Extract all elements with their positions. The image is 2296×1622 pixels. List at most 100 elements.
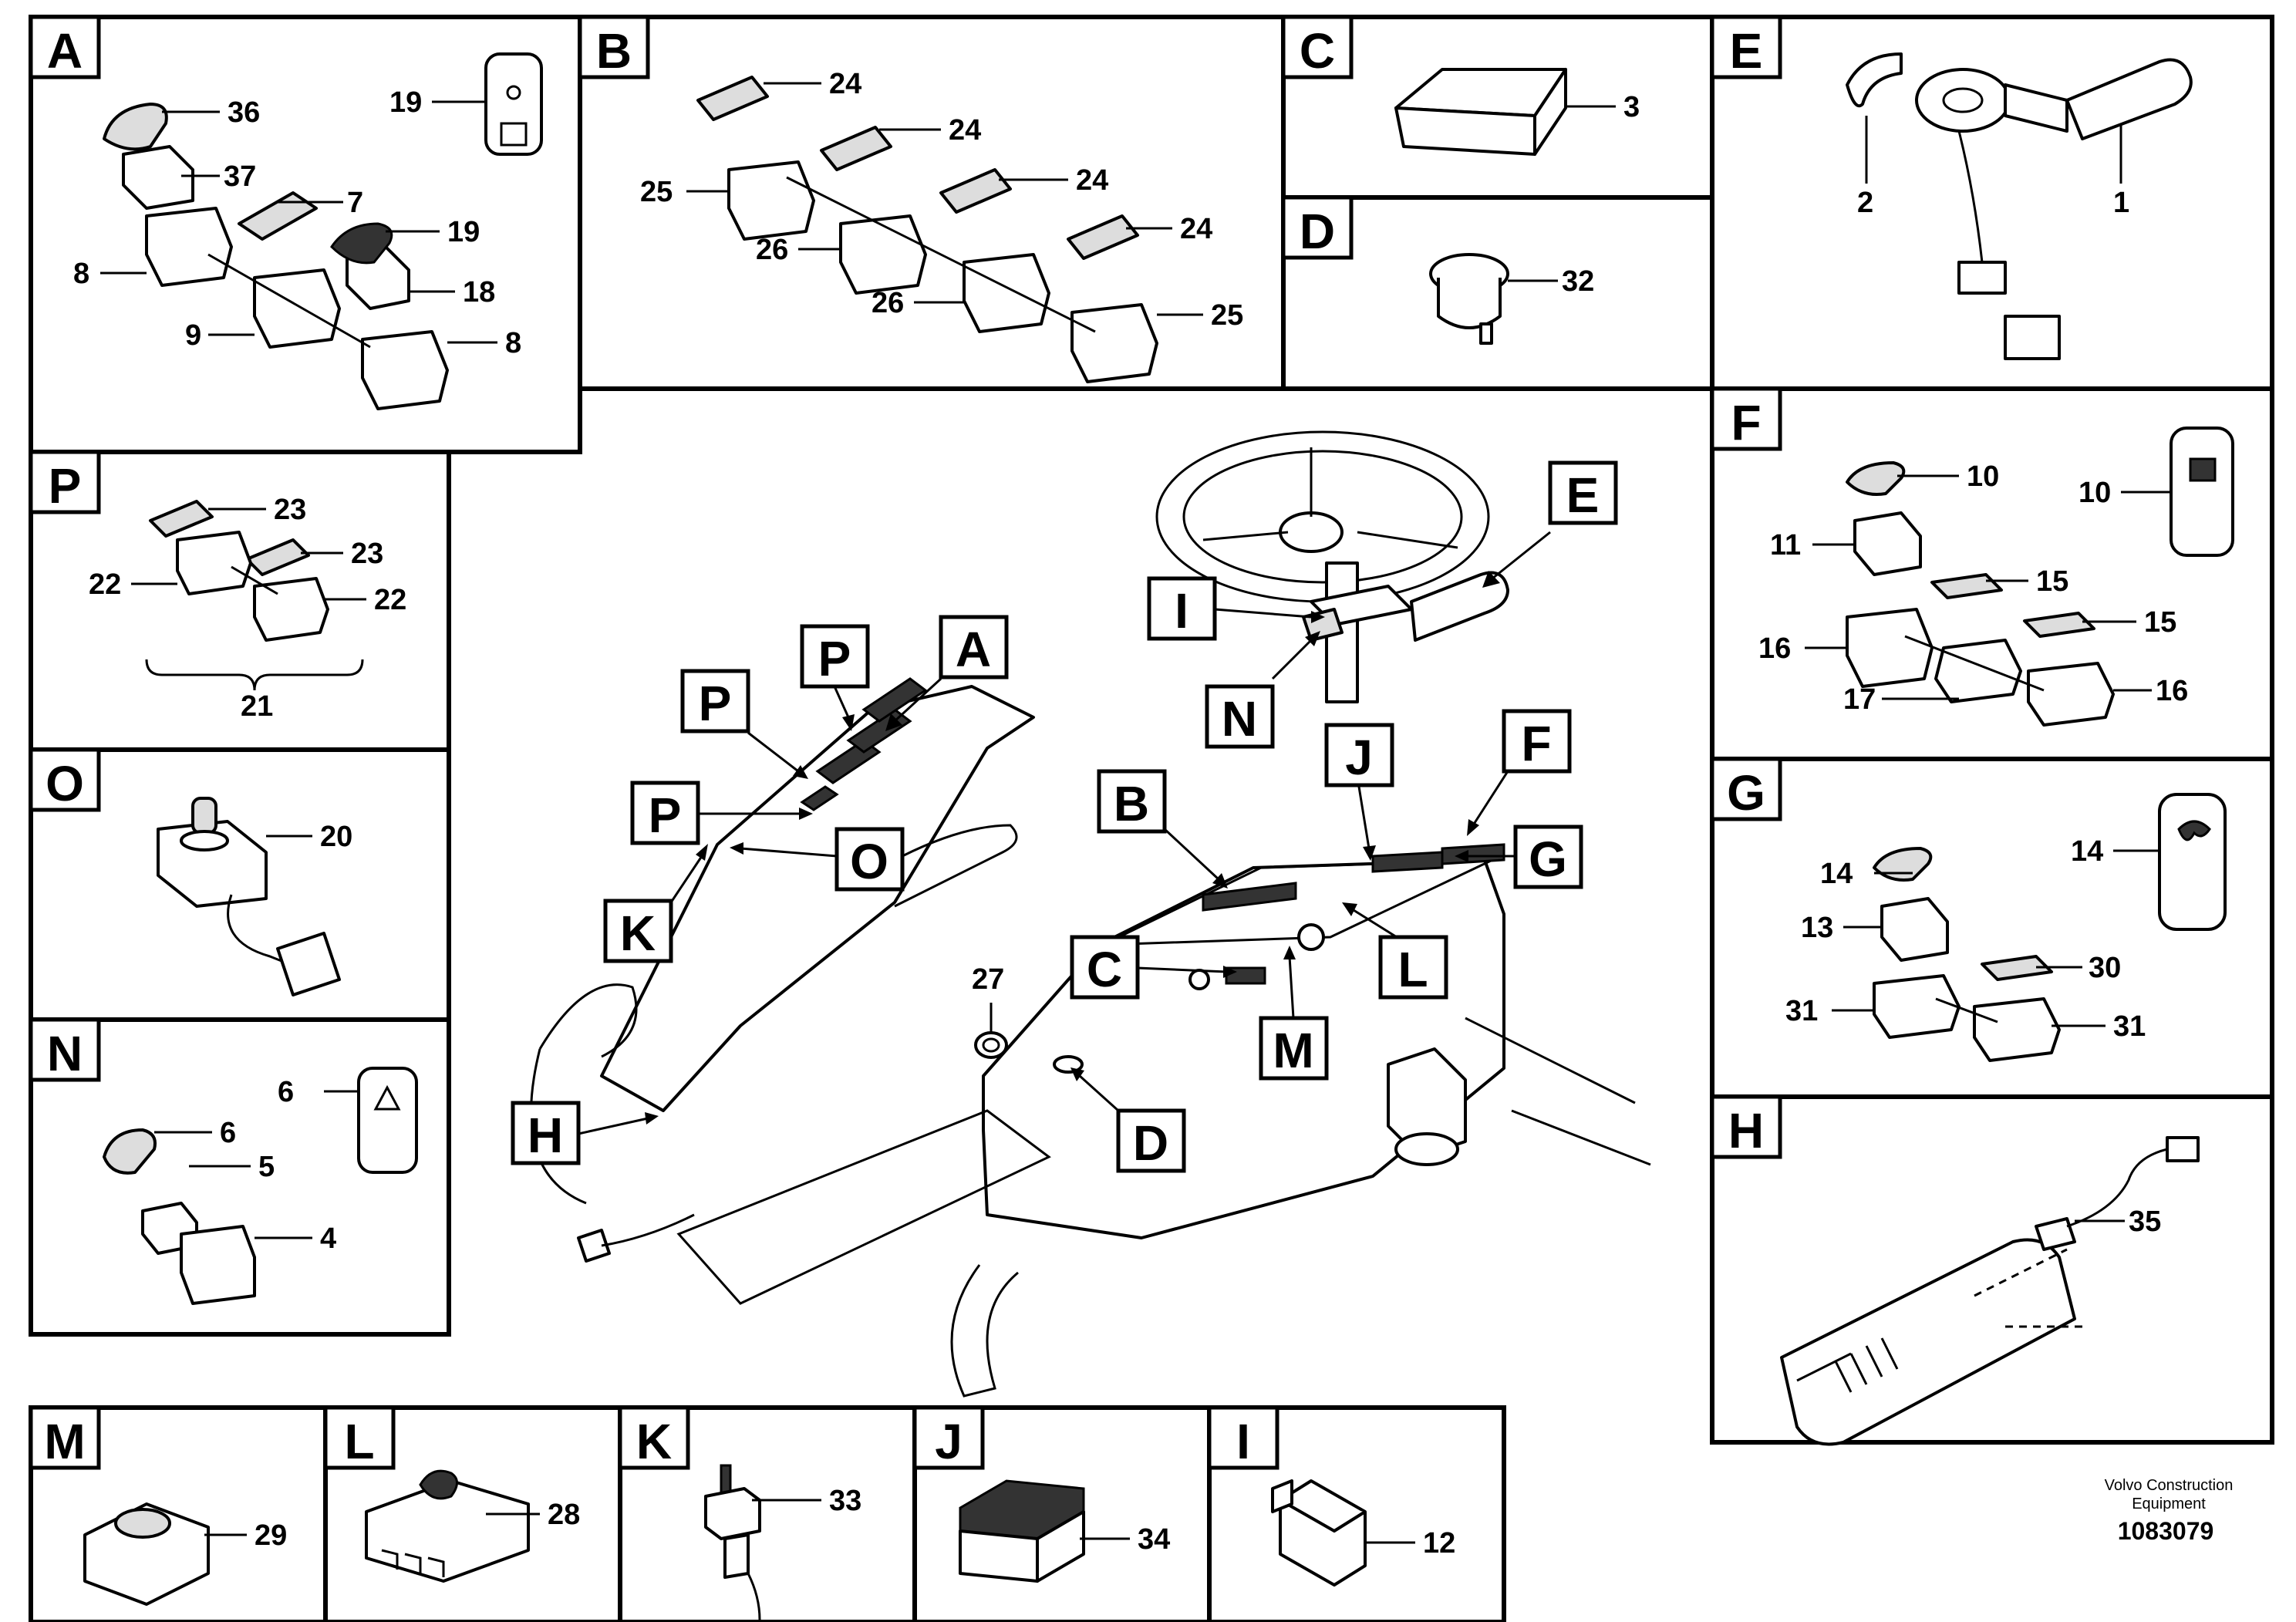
- panel-tag-a: A: [47, 23, 83, 79]
- label-a-7: 7: [347, 187, 363, 219]
- callout-p-2: P: [818, 631, 851, 686]
- label-n-6: 6: [220, 1117, 236, 1149]
- label-a-8-left: 8: [73, 258, 89, 290]
- label-p-21: 21: [241, 690, 273, 723]
- label-m-29: 29: [255, 1519, 287, 1552]
- panel-c: C 3: [1281, 15, 1714, 200]
- panel-tag-i: I: [1236, 1414, 1250, 1469]
- panel-tag-d: D: [1300, 204, 1335, 259]
- label-j-34: 34: [1138, 1523, 1170, 1556]
- label-a-36: 36: [228, 96, 260, 129]
- panel-j: J 34: [912, 1405, 1212, 1622]
- label-p-22-right: 22: [374, 584, 406, 616]
- label-g-31-right: 31: [2113, 1010, 2146, 1043]
- label-b-26-1: 26: [756, 234, 788, 266]
- label-k-33: 33: [829, 1485, 861, 1517]
- label-n-5: 5: [258, 1151, 275, 1183]
- panel-tag-j: J: [935, 1414, 963, 1469]
- label-n-4: 4: [320, 1222, 336, 1255]
- label-g-13: 13: [1801, 912, 1833, 944]
- label-a-19-right: 19: [389, 86, 422, 119]
- company-name-line1: Volvo Construction: [2105, 1477, 2234, 1494]
- callout-e: E: [1566, 467, 1600, 523]
- panel-tag-h: H: [1728, 1103, 1764, 1158]
- label-b-25-right: 25: [1211, 299, 1243, 332]
- panel-tag-n: N: [47, 1026, 83, 1081]
- panel-tag-b: B: [596, 23, 632, 79]
- callout-o: O: [850, 834, 888, 889]
- panel-tag-p: P: [49, 458, 82, 514]
- cab-overview-illustration: 27: [530, 430, 1651, 1398]
- panel-i: I 12: [1207, 1405, 1506, 1622]
- label-p-23-2: 23: [351, 538, 383, 570]
- panel-tag-c: C: [1300, 23, 1335, 79]
- callout-n: N: [1222, 691, 1257, 747]
- drawing-number: 1083079: [2118, 1517, 2214, 1545]
- callout-g: G: [1529, 831, 1567, 887]
- panel-p: P 23 23 22 22 21: [29, 450, 451, 752]
- label-f-11: 11: [1770, 529, 1801, 561]
- panel-k: K 33: [618, 1405, 917, 1622]
- label-c-3: 3: [1623, 91, 1640, 123]
- panel-o: O 20: [29, 747, 451, 1022]
- callout-l: L: [1397, 942, 1428, 997]
- callout-d: D: [1133, 1115, 1168, 1171]
- panel-tag-l: L: [344, 1414, 374, 1469]
- label-p-22-left: 22: [89, 568, 121, 601]
- label-p-23-1: 23: [274, 494, 306, 526]
- label-a-9: 9: [185, 319, 201, 352]
- label-a-8-right: 8: [505, 327, 521, 359]
- callout-m: M: [1273, 1023, 1313, 1078]
- label-f-17: 17: [1843, 683, 1876, 716]
- label-g-31-left: 31: [1785, 995, 1818, 1027]
- label-g-30: 30: [2089, 952, 2121, 984]
- panel-l: L 28: [323, 1405, 622, 1622]
- panel-tag-k: K: [636, 1414, 672, 1469]
- label-b-24-3: 24: [1076, 164, 1108, 197]
- panel-tag-o: O: [46, 756, 84, 811]
- panel-tag-e: E: [1730, 23, 1763, 79]
- company-name-line2: Equipment: [2132, 1496, 2206, 1512]
- label-e-2: 2: [1857, 187, 1873, 219]
- label-f-15-2: 15: [2144, 606, 2176, 639]
- label-overview-27: 27: [972, 963, 1004, 996]
- callout-f: F: [1521, 716, 1551, 771]
- label-o-20: 20: [320, 821, 352, 853]
- label-h-35: 35: [2129, 1206, 2161, 1238]
- panel-e: E 2 1: [1710, 15, 2274, 391]
- label-b-24-4: 24: [1180, 213, 1212, 245]
- label-b-24-1: 24: [829, 68, 861, 100]
- panel-tag-f: F: [1731, 395, 1761, 450]
- callout-h: H: [528, 1108, 563, 1163]
- footer-block: Volvo Construction Equipment 1083079: [2105, 1477, 2234, 1545]
- callout-p-1: P: [699, 676, 732, 731]
- label-f-16-right: 16: [2156, 675, 2188, 707]
- panel-a: A 36 37 7 19 18 8 9 8 19: [29, 15, 582, 454]
- panel-f: F 10 10 11 15 15 16 17 16: [1710, 386, 2274, 761]
- label-b-26-2: 26: [872, 287, 904, 319]
- label-e-1: 1: [2113, 187, 2129, 219]
- panel-d: D 32: [1281, 195, 1714, 391]
- label-f-15-1: 15: [2036, 565, 2068, 598]
- callout-c: C: [1087, 942, 1122, 997]
- label-a-18: 18: [463, 276, 495, 309]
- panel-tag-m: M: [44, 1414, 85, 1469]
- panel-h: H 35: [1710, 1094, 2274, 1446]
- panel-n: N 6 6 5 4: [29, 1017, 451, 1337]
- callout-b: B: [1114, 776, 1149, 831]
- label-g-14-right: 14: [2071, 835, 2103, 868]
- label-f-16-left: 16: [1758, 632, 1791, 665]
- label-g-14: 14: [1820, 858, 1853, 890]
- label-f-10-right: 10: [2079, 477, 2111, 509]
- label-n-6-right: 6: [278, 1076, 294, 1108]
- label-b-25-left: 25: [640, 176, 673, 208]
- panel-b: B 24 24 24 24 25 26 26 25: [578, 15, 1286, 391]
- panel-m: M 29: [29, 1405, 328, 1622]
- callout-j: J: [1345, 730, 1373, 785]
- label-a-19: 19: [447, 216, 480, 248]
- label-b-24-2: 24: [949, 114, 981, 147]
- label-d-32: 32: [1562, 265, 1594, 298]
- callout-p-3: P: [649, 787, 682, 843]
- callout-a: A: [956, 622, 991, 677]
